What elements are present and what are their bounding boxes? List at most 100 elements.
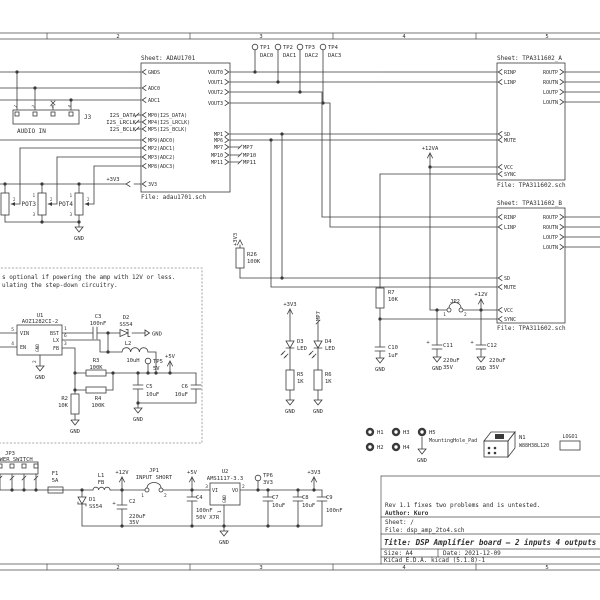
pin-slash	[237, 152, 243, 158]
schematic-text: 1K	[297, 379, 304, 385]
junction-dot	[106, 331, 110, 335]
schematic-text: AMS1117-3.3	[207, 476, 243, 482]
led-arrow-head	[284, 355, 287, 358]
schematic-text: D2	[123, 315, 130, 321]
schematic-text: W88H38L120	[519, 443, 549, 449]
sheet-pin-name: MP6	[214, 138, 223, 144]
schematic-text: H1	[377, 430, 384, 436]
component-body	[0, 192, 10, 216]
schematic-text: TP5	[153, 359, 163, 365]
schematic-text: +3V3	[233, 233, 239, 246]
sheet-pin-name: 3V3	[148, 182, 157, 188]
junction-dot	[146, 371, 150, 375]
sheet-pin-glyph	[559, 244, 565, 250]
schematic-text: SS54	[89, 504, 103, 510]
wire	[10, 147, 21, 205]
pot-wiper-arrow	[48, 202, 52, 206]
sheet-pin-glyph	[559, 69, 565, 75]
schematic-text: D1	[89, 497, 96, 503]
component-body	[375, 287, 385, 309]
sheet-pin-glyph	[497, 224, 503, 230]
junction-dot	[321, 101, 325, 105]
schematic-text: H3	[403, 430, 410, 436]
schematic-text: TP2	[283, 45, 293, 51]
power-arrow	[478, 298, 484, 305]
schematic-text: R6	[325, 372, 332, 378]
schematic-text: JP1	[149, 468, 159, 474]
schematic-text: C6	[181, 384, 188, 390]
power-label: +12V	[474, 292, 488, 298]
junction-dot	[154, 371, 158, 375]
schematic-text: C11	[443, 343, 453, 349]
box3d-front	[483, 440, 509, 458]
sheet-pin-name: RINP	[504, 215, 516, 221]
schematic-text: ulating the step-down circuitry.	[2, 282, 118, 289]
pin-slash	[21, 475, 27, 481]
step-down-note-box	[0, 267, 203, 444]
schematic-text: D4	[325, 339, 332, 345]
schematic-text: 35V	[129, 520, 140, 526]
schematic-text: FB	[98, 480, 105, 486]
schematic-text: LED	[297, 346, 307, 352]
sheet-pin-glyph	[497, 275, 503, 281]
schematic-text: VIN	[20, 331, 29, 337]
schematic-text: C8	[302, 495, 309, 501]
junction-dot	[77, 182, 81, 186]
schematic-text: File: dsp_amp_2to4.sch	[385, 527, 465, 534]
schematic-text: U1	[37, 313, 44, 319]
component-body	[16, 324, 63, 356]
wire	[147, 351, 157, 374]
schematic-text: +	[426, 340, 430, 346]
schematic-text: R3	[93, 358, 100, 364]
schematic-text: C5	[146, 384, 153, 390]
sheet-pin-glyph	[497, 307, 503, 313]
schematic-text: JP3	[5, 451, 15, 457]
schematic-text: C10	[388, 345, 398, 351]
schematic-text: F1	[52, 471, 59, 477]
schematic-text: J3	[84, 114, 92, 121]
schematic-text: POT3	[22, 201, 37, 208]
schematic-text: U2	[222, 469, 229, 475]
sheet-pin-name: SYNC	[504, 172, 516, 178]
junction-dot	[253, 70, 257, 74]
box3d-detail	[495, 434, 504, 439]
schematic-text: C12	[487, 343, 497, 349]
wire	[229, 91, 498, 218]
power-arrow	[167, 360, 173, 367]
schematic-text: LX	[53, 338, 59, 344]
schematic-text: 2	[50, 197, 53, 202]
sheet-pin-name: ROUTP	[543, 70, 558, 76]
junctions	[3, 70, 483, 528]
power-label: +3V3	[307, 470, 320, 476]
sheet-pin-glyph	[497, 137, 503, 143]
gnd-symbol	[35, 365, 45, 372]
schematic-text: 1K	[325, 379, 332, 385]
schematic-text: BST	[50, 331, 59, 337]
schematic-text: 100K	[247, 259, 261, 265]
wire	[229, 102, 498, 228]
junction-dot	[73, 388, 77, 392]
junction-dot	[266, 524, 270, 528]
gnd-label: GND	[35, 375, 45, 381]
schematic-text: 2	[242, 484, 245, 490]
gnd-symbol	[285, 399, 295, 406]
sheet-pin-glyph	[497, 131, 503, 137]
box3d-dot	[493, 451, 497, 455]
schematic-text: TP4	[328, 45, 339, 51]
schematic-text: 3	[259, 565, 262, 571]
power-label: +5V	[165, 354, 176, 360]
sheet-pin-glyph	[141, 112, 147, 118]
schematic-text: 5	[11, 327, 14, 333]
schematic-text: DAC3	[328, 53, 341, 59]
schematic-text: 4	[402, 565, 406, 571]
junction-dot	[73, 371, 77, 375]
junction-dot	[190, 488, 194, 492]
mounting-hole-drill	[420, 430, 424, 434]
junction-dot	[69, 98, 73, 102]
schematic-text: 4	[402, 34, 406, 40]
schematic-text: 3	[64, 341, 67, 347]
schematic-text: KiCad E.D.A. kicad (5.1.8)-1	[384, 557, 486, 564]
testpoint-pad	[296, 43, 304, 51]
